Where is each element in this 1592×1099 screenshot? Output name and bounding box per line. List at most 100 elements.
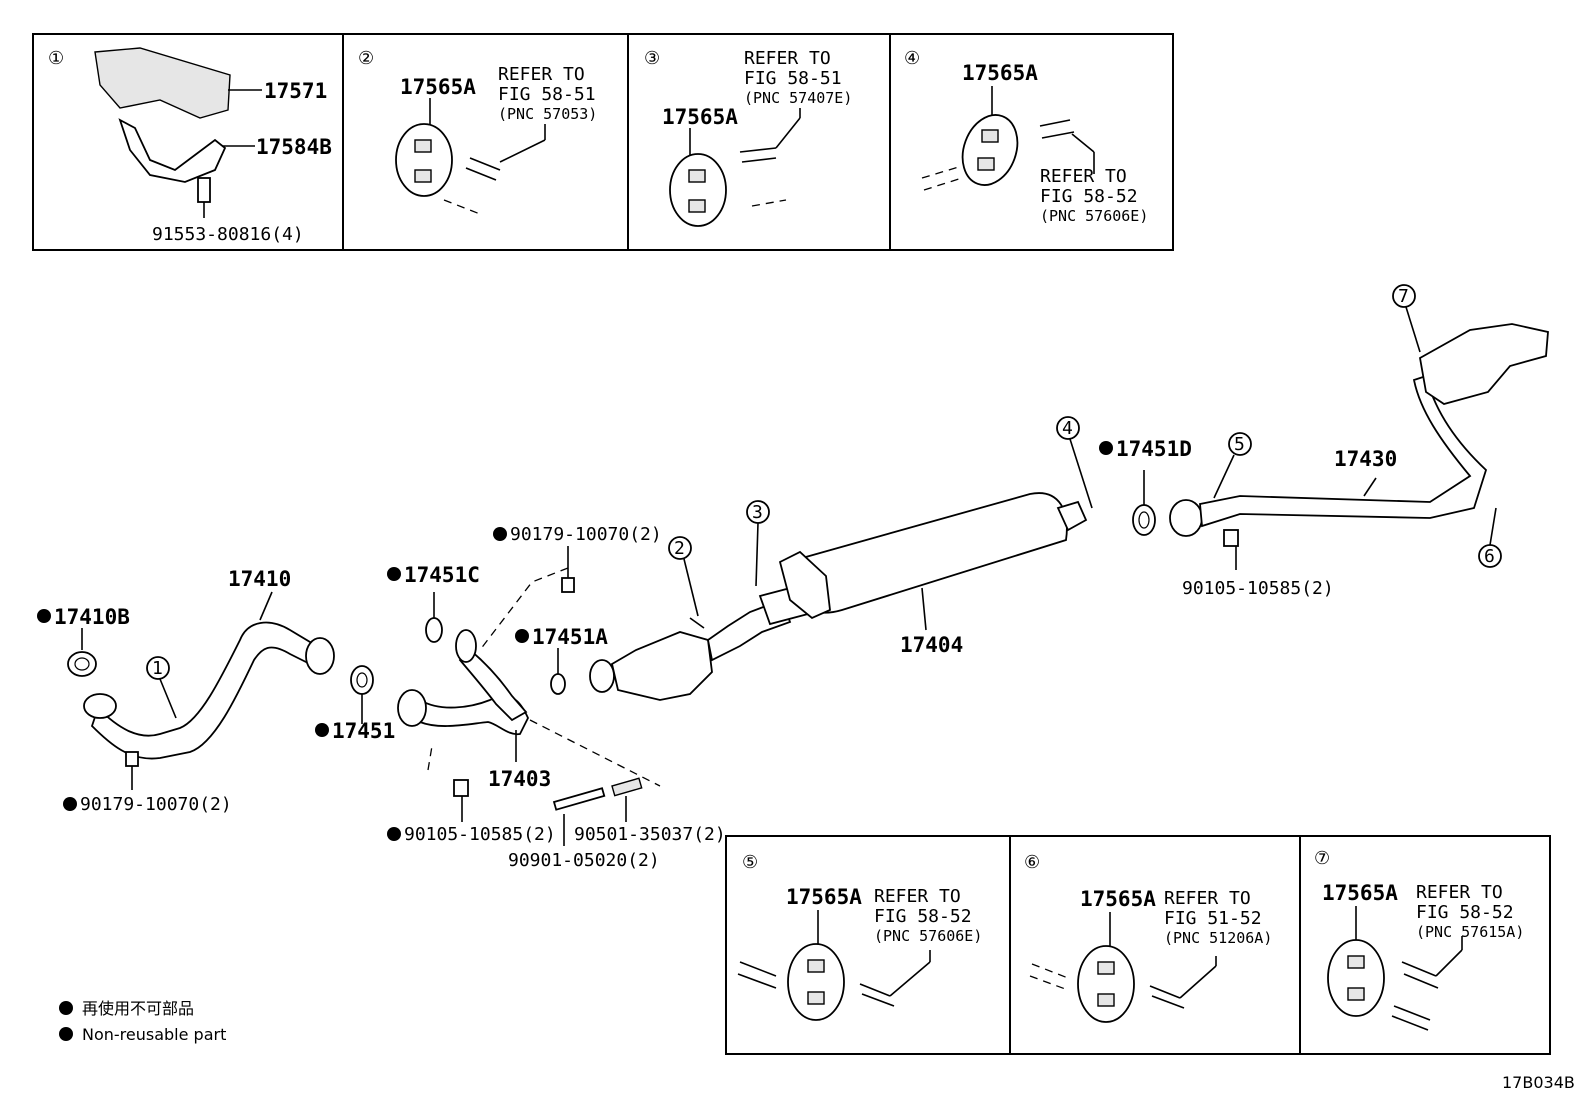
label-91553: 91553-80816(4) [152,224,304,245]
center-pipe-converter [589,584,810,701]
inset-4: ④ 17565A REFER TO FIG 58-52 (PNC 57606E) [904,48,1148,225]
gasket-17451D: 17451D [1099,437,1192,536]
pipe-17403-flange [397,689,427,727]
inset-5-number: ⑤ [742,852,758,873]
label-90901: 90901-05020(2) [508,850,660,871]
callout-1-text: 1 [152,658,163,679]
inset-4-ref-3: (PNC 57606E) [1040,207,1148,225]
rubber-hanger-17565A [395,123,453,197]
muffler-outlet [1056,500,1088,532]
rubber-hanger-17565A [961,114,1019,186]
inset-6-part: 17565A [1080,887,1156,911]
pipe-17403-leaders [427,567,661,787]
muffler-inlet-bracket [778,550,831,620]
callout-4 [1056,416,1080,440]
inset-5-ref-1: REFER TO [874,886,961,907]
inset-3-part: 17565A [662,105,738,129]
callout-3-text: 3 [752,502,763,523]
callout-4-text: 4 [1062,418,1073,439]
tail-pipe-flange [1169,499,1203,537]
label-90105-left: 90105-10585(2) [404,824,556,845]
label-17410B: 17410B [54,605,130,629]
legend: 再使用不可部品 Non-reusable part [59,999,226,1044]
pipe-17403-upper [458,648,528,722]
inset-7-ref-1: REFER TO [1416,882,1503,903]
inset-3-ref-3: (PNC 57407E) [744,89,852,107]
heat-insulator-17571 [94,47,231,119]
gasket-17410B: 17410B [37,605,130,677]
inset-7-ref-2: FIG 58-52 [1416,902,1514,923]
callouts: 1 2 3 4 5 6 7 [146,284,1502,719]
label-17451: 17451 [332,719,395,743]
callout-2 [668,536,692,560]
front-pipe-17410: 17410 [83,567,335,760]
bolt-90901 [552,787,606,811]
inset-5: ⑤ 17565A REFER TO FIG 58-52 (PNC 57606E) [737,852,982,1021]
non-reusable-dot [493,527,507,541]
non-reusable-dot [63,797,77,811]
inset-7-number: ⑦ [1314,848,1330,869]
muffler-body [787,492,1068,614]
tail-pipe-17430: 17430 [1169,323,1549,537]
inset-3-number: ③ [644,48,660,69]
converter-inlet-flange [589,659,615,693]
inset-2-ref-3: (PNC 57053) [498,105,597,123]
inset-7-part: 17565A [1322,881,1398,905]
bolt-91553 [197,177,211,203]
callout-5-text: 5 [1234,434,1245,455]
label-17451D: 17451D [1116,437,1192,461]
rubber-hanger-17565A [787,943,845,1021]
callout-2-text: 2 [674,538,685,559]
legend-en: Non-reusable part [82,1025,226,1044]
front-pipe-flange-right [305,637,335,675]
non-reusable-dot [1099,441,1113,455]
non-reusable-dot [387,827,401,841]
callout-5 [1228,432,1252,456]
top-inset-row [32,33,1174,251]
non-reusable-dot [37,609,51,623]
inset-5-part: 17565A [786,885,862,909]
front-pipe-flange-left [83,693,117,719]
label-90501: 90501-35037(2) [574,824,726,845]
inset-6-ref-1: REFER TO [1164,888,1251,909]
inset-3-ref-1: REFER TO [744,48,831,69]
inset-4-ref-2: FIG 58-52 [1040,186,1138,207]
inset-2-ref-1: REFER TO [498,64,585,85]
label-17404: 17404 [900,633,963,657]
legend-dot-jp [59,1001,73,1015]
inset-6-ref-2: FIG 51-52 [1164,908,1262,929]
inset-2-part: 17565A [400,75,476,99]
inset-2: ② 17565A REFER TO FIG 58-51 (PNC 57053) [358,48,597,215]
callout-7-text: 7 [1398,286,1409,307]
label-17430: 17430 [1334,447,1397,471]
inset-6: ⑥ 17565A REFER TO FIG 51-52 (PNC 51206A) [1024,852,1272,1023]
inset-3-ref-2: FIG 58-51 [744,68,842,89]
inset-2-number: ② [358,48,374,69]
pipe-17403: 17403 [397,567,661,791]
label-90105-right: 90105-10585(2) [1182,578,1334,599]
non-reusable-dot [515,629,529,643]
figure-id: 17B034B [1502,1073,1575,1092]
label-17571: 17571 [264,79,327,103]
nut-90179-top: 90179-10070(2) [493,524,662,593]
muffler-17404: 17404 [778,492,1088,657]
label-17403: 17403 [488,767,551,791]
spring-90501 [611,777,643,797]
tail-muffler [1419,323,1549,405]
bolt-spring-set: 90501-35037(2) 90901-05020(2) [508,777,726,871]
inset-1-number: ① [48,48,64,69]
label-17451C: 17451C [404,563,480,587]
label-90179-left: 90179-10070(2) [80,794,232,815]
inset-6-ref-3: (PNC 51206A) [1164,929,1272,947]
inset-4-ref-1: REFER TO [1040,166,1127,187]
inset-4-number: ④ [904,48,920,69]
bracket-17584B [118,118,227,183]
inset-5-ref-2: FIG 58-52 [874,906,972,927]
gasket-17451A: 17451A [515,625,608,695]
non-reusable-dot [387,567,401,581]
rubber-hanger-17565A [669,153,727,227]
label-90179-top: 90179-10070(2) [510,524,662,545]
pipe-17403-flange-upper [455,629,477,663]
catalytic-converter [610,631,713,701]
